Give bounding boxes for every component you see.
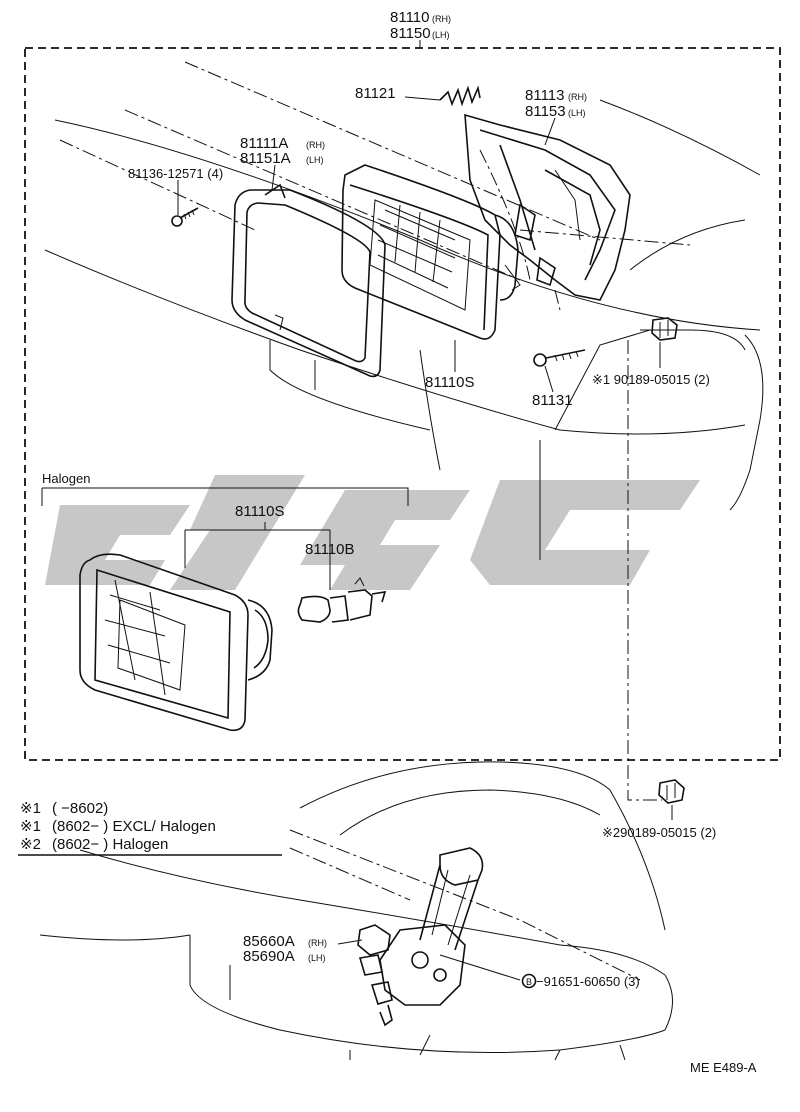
label-81153-tag: (LH) bbox=[568, 108, 586, 118]
legend-row2-mark: ※1 bbox=[20, 818, 41, 835]
legend-row2-text: (8602− ) EXCL/ Halogen bbox=[52, 818, 216, 835]
label-81150-tag: (LH) bbox=[432, 30, 450, 40]
label-81113-tag: (RH) bbox=[568, 92, 587, 102]
label-81113: 81113 bbox=[525, 87, 565, 104]
halogen-bracket bbox=[41, 487, 409, 506]
watermark-logo bbox=[45, 475, 700, 590]
label-81153: 81153 bbox=[525, 103, 566, 120]
label-81111a: 81111A bbox=[240, 135, 288, 152]
label-85690a-tag: (LH) bbox=[308, 953, 326, 963]
label-90189-upper: ※1 90189-05015 (2) bbox=[592, 372, 710, 387]
circled-b-mark bbox=[521, 973, 537, 989]
legend-row3-text: (8602− ) Halogen bbox=[52, 836, 168, 853]
sealed-beam-halogen bbox=[79, 522, 330, 732]
label-90189-lower: ※290189-05015 (2) bbox=[602, 825, 716, 840]
label-81110s-upper: 81110S bbox=[425, 374, 475, 391]
adjusting-spring bbox=[404, 85, 481, 107]
label-81150: 81150 bbox=[390, 25, 431, 42]
label-91651-mark: B bbox=[526, 977, 532, 987]
legend-row1-text: ( −8602) bbox=[52, 800, 108, 817]
retainer-clip-lower bbox=[658, 779, 685, 820]
vehicle-body-upper bbox=[44, 61, 764, 560]
label-85690a: 85690A bbox=[243, 948, 295, 965]
adjusting-bolt bbox=[533, 349, 586, 393]
label-85660a: 85660A bbox=[243, 933, 295, 950]
legend-row1-mark: ※1 bbox=[20, 800, 41, 817]
label-81110s-lower: 81110S bbox=[235, 503, 285, 520]
label-81110: 81110 bbox=[390, 9, 430, 26]
label-81151a: 81151A bbox=[240, 150, 291, 167]
footer-code: ME E489-A bbox=[690, 1060, 757, 1075]
sealed-beam-upper bbox=[341, 164, 521, 372]
retainer-clip-upper bbox=[554, 317, 678, 431]
mounting-screw bbox=[171, 180, 199, 227]
screw-91651-leader bbox=[439, 954, 521, 981]
label-91651: −91651-60650 (3) bbox=[536, 974, 640, 989]
label-85660a-tag: (RH) bbox=[308, 938, 327, 948]
label-81136: 81136-12571 (4) bbox=[128, 166, 223, 181]
vehicle-body-lower bbox=[39, 761, 673, 1061]
halogen-title: Halogen bbox=[42, 471, 90, 486]
label-81110-tag: (RH) bbox=[432, 14, 451, 24]
clip-leader bbox=[627, 340, 662, 801]
legend-row3-mark: ※2 bbox=[20, 836, 41, 853]
label-81111a-tag: (RH) bbox=[306, 140, 325, 150]
label-81110b: 81110B bbox=[305, 541, 355, 558]
headlamp-bezel bbox=[231, 164, 386, 378]
headlamp-housing bbox=[464, 113, 631, 301]
leveling-motor bbox=[337, 847, 484, 1027]
assembly-boundary bbox=[24, 47, 781, 761]
label-81151a-tag: (LH) bbox=[306, 155, 324, 165]
halogen-bulb bbox=[297, 530, 387, 623]
label-81131: 81131 bbox=[532, 392, 573, 409]
label-81121: 81121 bbox=[355, 85, 396, 102]
